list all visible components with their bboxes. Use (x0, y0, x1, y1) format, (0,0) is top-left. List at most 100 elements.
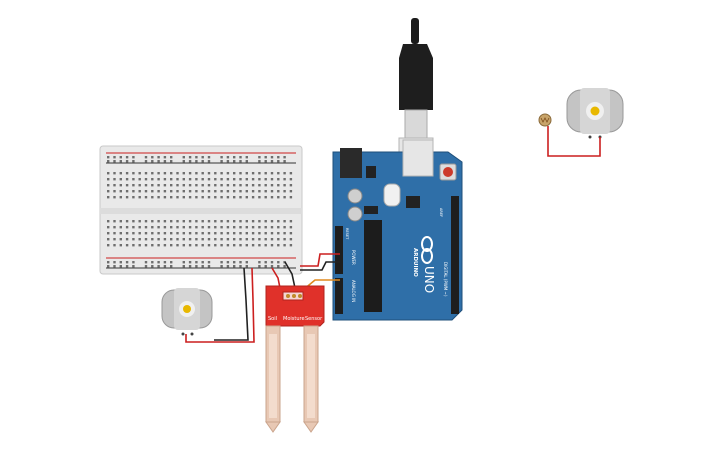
breadboard-hole[interactable] (157, 265, 160, 268)
breadboard-hole[interactable] (283, 156, 286, 159)
breadboard-hole[interactable] (182, 238, 185, 241)
breadboard-hole[interactable] (182, 244, 185, 247)
breadboard-hole[interactable] (107, 226, 110, 229)
breadboard-hole[interactable] (226, 232, 230, 235)
breadboard-hole[interactable] (214, 178, 217, 181)
breadboard-hole[interactable] (151, 226, 154, 229)
breadboard-hole[interactable] (188, 196, 192, 199)
breadboard-hole[interactable] (188, 238, 192, 241)
breadboard-hole[interactable] (220, 178, 223, 181)
breadboard-hole[interactable] (233, 244, 236, 247)
breadboard-hole[interactable] (207, 156, 211, 159)
breadboard-hole[interactable] (195, 232, 198, 235)
breadboard-hole[interactable] (125, 244, 129, 247)
breadboard-hole[interactable] (277, 172, 280, 175)
breadboard-hole[interactable] (113, 160, 116, 163)
breadboard-hole[interactable] (233, 184, 236, 187)
breadboard-hole[interactable] (182, 261, 185, 264)
breadboard-hole[interactable] (195, 160, 198, 163)
breadboard-hole[interactable] (144, 265, 148, 268)
breadboard-hole[interactable] (113, 196, 116, 199)
breadboard-hole[interactable] (170, 238, 173, 241)
breadboard-hole[interactable] (233, 265, 236, 268)
analog-header[interactable] (335, 278, 343, 314)
breadboard-hole[interactable] (176, 196, 179, 199)
breadboard-hole[interactable] (163, 178, 167, 181)
breadboard-hole[interactable] (144, 190, 148, 193)
breadboard-hole[interactable] (220, 160, 223, 163)
breadboard-hole[interactable] (214, 220, 217, 223)
breadboard-hole[interactable] (201, 226, 204, 229)
breadboard-hole[interactable] (207, 232, 211, 235)
breadboard-hole[interactable] (201, 184, 204, 187)
breadboard-hole[interactable] (138, 172, 141, 175)
breadboard-hole[interactable] (125, 226, 129, 229)
breadboard-hole[interactable] (163, 232, 167, 235)
breadboard-hole[interactable] (220, 156, 223, 159)
breadboard-hole[interactable] (258, 232, 261, 235)
breadboard-hole[interactable] (113, 172, 116, 175)
breadboard-hole[interactable] (151, 178, 154, 181)
breadboard-hole[interactable] (182, 220, 185, 223)
breadboard-hole[interactable] (245, 172, 248, 175)
breadboard-hole[interactable] (245, 184, 248, 187)
breadboard-hole[interactable] (264, 244, 267, 247)
breadboard-hole[interactable] (226, 265, 230, 268)
breadboard-hole[interactable] (289, 172, 293, 175)
breadboard-hole[interactable] (132, 160, 135, 163)
breadboard-hole[interactable] (151, 261, 154, 264)
breadboard-hole[interactable] (245, 244, 248, 247)
breadboard-hole[interactable] (251, 190, 255, 193)
breadboard-hole[interactable] (233, 190, 236, 193)
breadboard-hole[interactable] (144, 244, 148, 247)
breadboard-hole[interactable] (245, 265, 248, 268)
breadboard-hole[interactable] (233, 160, 236, 163)
breadboard-hole[interactable] (207, 196, 211, 199)
breadboard-hole[interactable] (207, 226, 211, 229)
usb-port[interactable] (402, 139, 434, 177)
breadboard-hole[interactable] (157, 156, 160, 159)
breadboard-hole[interactable] (239, 261, 242, 264)
breadboard-hole[interactable] (107, 190, 110, 193)
breadboard-hole[interactable] (283, 244, 286, 247)
breadboard-hole[interactable] (119, 232, 122, 235)
breadboard-hole[interactable] (233, 238, 236, 241)
breadboard-hole[interactable] (195, 265, 198, 268)
breadboard-hole[interactable] (239, 190, 242, 193)
breadboard-hole[interactable] (157, 232, 160, 235)
breadboard-hole[interactable] (144, 178, 148, 181)
breadboard-hole[interactable] (264, 238, 267, 241)
breadboard-hole[interactable] (277, 190, 280, 193)
breadboard-hole[interactable] (176, 238, 179, 241)
breadboard-hole[interactable] (289, 238, 293, 241)
breadboard-hole[interactable] (107, 220, 110, 223)
breadboard[interactable] (99, 145, 303, 275)
breadboard-hole[interactable] (226, 196, 230, 199)
breadboard-hole[interactable] (264, 232, 267, 235)
breadboard-hole[interactable] (144, 184, 148, 187)
breadboard-hole[interactable] (226, 156, 230, 159)
breadboard-hole[interactable] (289, 196, 293, 199)
breadboard-hole[interactable] (258, 265, 261, 268)
breadboard-hole[interactable] (283, 196, 286, 199)
breadboard-hole[interactable] (264, 196, 267, 199)
breadboard-hole[interactable] (233, 226, 236, 229)
wire-red-sensor-vcc[interactable] (271, 267, 281, 289)
breadboard-hole[interactable] (113, 265, 116, 268)
breadboard-hole[interactable] (170, 156, 173, 159)
breadboard-hole[interactable] (270, 190, 274, 193)
breadboard-hole[interactable] (188, 220, 192, 223)
breadboard-hole[interactable] (125, 261, 129, 264)
breadboard-hole[interactable] (264, 160, 267, 163)
breadboard-hole[interactable] (233, 196, 236, 199)
breadboard-hole[interactable] (163, 190, 167, 193)
breadboard-hole[interactable] (119, 265, 122, 268)
breadboard-hole[interactable] (151, 190, 154, 193)
wire-black-motor-left[interactable] (214, 267, 249, 341)
breadboard-hole[interactable] (188, 190, 192, 193)
breadboard-hole[interactable] (245, 261, 248, 264)
breadboard-hole[interactable] (151, 172, 154, 175)
breadboard-hole[interactable] (258, 160, 261, 163)
breadboard-hole[interactable] (170, 196, 173, 199)
breadboard-hole[interactable] (245, 232, 248, 235)
